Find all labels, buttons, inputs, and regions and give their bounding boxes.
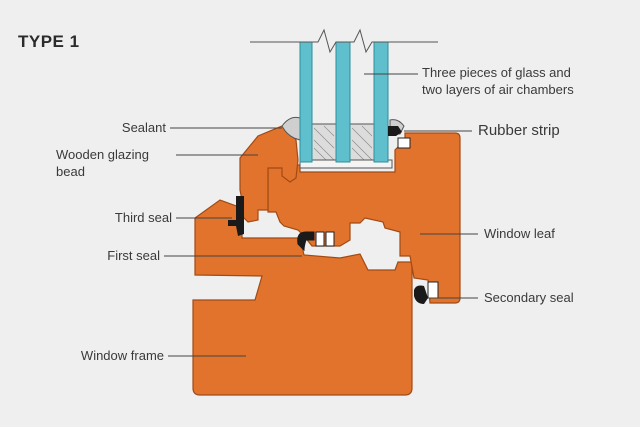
glass-pane-1 <box>299 41 313 163</box>
label-window-frame: Window frame <box>80 348 164 363</box>
label-glazing-bead-line1: Wooden glazing <box>56 147 149 162</box>
glass-pane-2 <box>335 41 351 163</box>
label-window-leaf: Window leaf <box>484 226 555 241</box>
label-glass-line2: two layers of air chambers <box>422 82 574 97</box>
rubber-strip-shape <box>388 126 402 136</box>
label-glazing-bead: Wooden glazing bead <box>56 146 149 180</box>
first-seal-shape <box>297 231 315 252</box>
label-secondary-seal: Secondary seal <box>484 290 574 305</box>
label-third-seal: Third seal <box>114 210 172 225</box>
label-first-seal: First seal <box>107 248 160 263</box>
rubber-strip-lip <box>397 137 411 149</box>
third-seal-shape <box>228 196 244 236</box>
label-glazing-bead-line2: bead <box>56 164 85 179</box>
secondary-seal-insert <box>427 281 439 299</box>
spacer-pattern <box>313 125 373 165</box>
label-rubber-strip: Rubber strip <box>478 122 560 139</box>
label-glass: Three pieces of glass and two layers of … <box>422 64 574 98</box>
label-sealant: Sealant <box>121 120 166 135</box>
leader-lines <box>164 73 478 357</box>
secondary-seal-shape <box>414 285 428 304</box>
first-seal-insert-2 <box>325 231 335 247</box>
window-frame-shape <box>192 199 413 396</box>
window-leaf-shape <box>267 132 461 304</box>
diagram-title: TYPE 1 <box>18 32 80 51</box>
break-line <box>250 28 438 54</box>
label-glass-line1: Three pieces of glass and <box>422 65 571 80</box>
first-seal-insert <box>315 231 325 247</box>
glass-pane-3 <box>373 41 389 163</box>
